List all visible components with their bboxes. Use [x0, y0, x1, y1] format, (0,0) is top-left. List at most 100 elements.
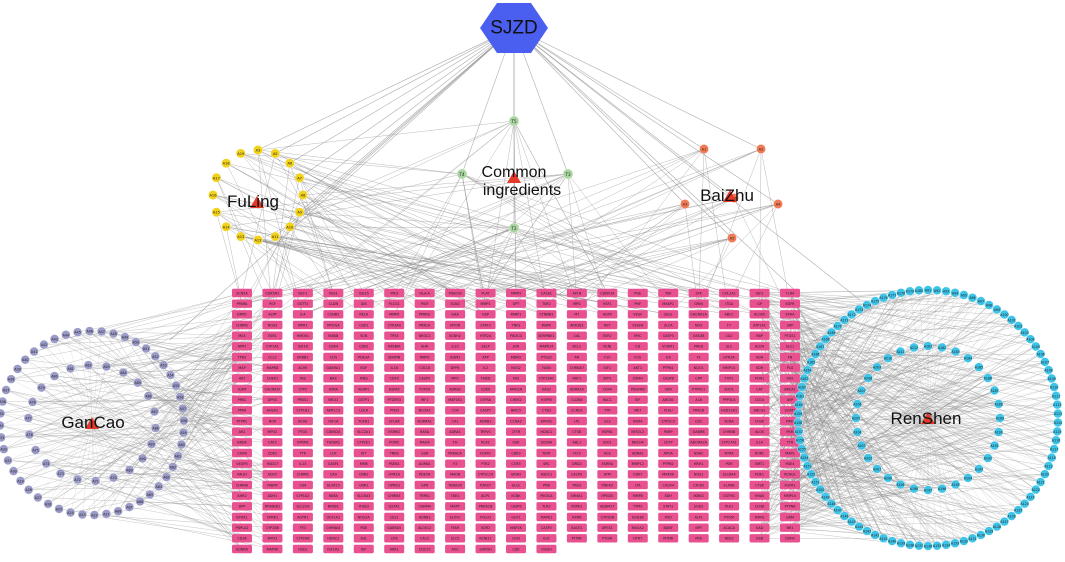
renshen-inner-node: A190	[994, 427, 1004, 437]
target-node: GAD	[749, 523, 770, 532]
gancao-outer-node-label: A57	[180, 407, 186, 411]
gancao-inner-node-label: A82	[85, 364, 91, 368]
target-label: TH	[452, 441, 458, 445]
edge	[299, 177, 364, 294]
target-node: RXRB	[566, 512, 587, 522]
edge	[909, 291, 929, 419]
target-box	[536, 320, 557, 330]
edge	[815, 417, 929, 483]
edge	[759, 324, 876, 536]
edge	[28, 417, 273, 486]
target-node: AOC	[445, 544, 466, 554]
target-label: NCF1	[298, 291, 307, 295]
target-node: IL4	[292, 310, 313, 319]
target-label: ALOX12	[418, 526, 431, 530]
target-node: CYP3A	[475, 395, 496, 404]
edge	[13, 422, 93, 472]
target-node: ADRB1	[475, 416, 496, 426]
edge	[759, 509, 1019, 528]
gancao-outer-node: A50	[131, 337, 141, 347]
target-box	[688, 299, 709, 308]
target-label: SOD2	[694, 505, 704, 509]
target-label: CACNA1A	[691, 313, 708, 317]
target-node: DPP	[232, 502, 252, 511]
gancao-outer-node-label: A55	[173, 384, 179, 388]
edge	[759, 388, 869, 459]
gancao-outer-node-label: A54	[167, 373, 173, 377]
target-node: CYP1A1	[262, 342, 283, 351]
target-node: ABL1	[566, 438, 587, 447]
target-node: TYMS	[627, 502, 648, 511]
gancao-inner-node-label: A85	[135, 381, 141, 385]
target-node: APOA	[658, 448, 679, 458]
target-box	[749, 363, 770, 372]
target-node: CYP2C9	[658, 416, 679, 426]
target-label: BIRC5	[511, 409, 521, 413]
target-label: SLC6A3	[357, 494, 370, 498]
target-node: IFNG	[353, 374, 374, 383]
edge	[226, 226, 608, 294]
renshen-outer-node-label: A112	[1053, 403, 1061, 407]
target-label: KCNJ11	[479, 537, 491, 541]
target-label: FFAR	[451, 526, 460, 530]
fuling-node-label: A17	[213, 176, 220, 180]
target-box	[780, 320, 800, 330]
target-label: TTR	[786, 441, 794, 445]
edge	[46, 463, 243, 486]
target-label: CNR1	[359, 483, 368, 487]
target-node: RARA	[323, 491, 344, 500]
target-node: ADCY	[262, 470, 283, 479]
target-node: PSEN1	[384, 459, 405, 468]
edge	[106, 513, 273, 550]
edge	[927, 377, 988, 419]
target-label: IKBKG	[693, 494, 704, 498]
target-node: CDK5R1	[262, 288, 283, 298]
target-label: HSDL	[298, 547, 307, 551]
target-label: CDK2	[268, 451, 277, 455]
edge	[759, 314, 852, 507]
renshen-inner-node: A200	[883, 473, 893, 483]
target-node: PHF	[627, 299, 648, 308]
gancao-outer-node-label: A61	[175, 454, 181, 458]
target-box	[749, 320, 770, 330]
target-node: MYOGA	[323, 320, 344, 330]
edge	[101, 331, 273, 368]
target-label: BDNF	[664, 526, 673, 530]
edge	[927, 319, 1012, 419]
target-box	[719, 299, 740, 308]
target-node: CLDN	[323, 299, 344, 308]
target-box	[780, 310, 800, 319]
target-label: ADORA2A	[690, 441, 707, 445]
edge	[289, 226, 547, 315]
target-node: PDE4D	[597, 480, 618, 490]
edge	[927, 291, 947, 419]
edge	[825, 417, 929, 497]
edge	[759, 335, 1058, 432]
target-node: CCNA2	[506, 416, 526, 426]
target-node: PON1	[749, 374, 770, 383]
target-node: EPHX2	[536, 416, 557, 426]
gancao-inner-node: A73	[56, 468, 66, 479]
edge	[302, 194, 517, 304]
target-box	[232, 320, 252, 330]
target-label: GSK3B	[693, 334, 705, 338]
target-node: SCN	[353, 331, 374, 340]
edge	[88, 364, 243, 507]
renshen-outer-node: A97	[976, 296, 986, 306]
target-label: EPHX2	[541, 419, 552, 423]
target-node: CHRNA4	[323, 523, 344, 532]
renshen-outer-node-label: A122	[1032, 488, 1040, 492]
target-box	[445, 342, 466, 351]
gancao-outer-node: A43	[50, 334, 60, 344]
target-label: CCND1	[571, 409, 583, 413]
edge	[240, 236, 669, 315]
target-label: CYP3A	[480, 398, 492, 402]
target-node: VDR2	[475, 523, 496, 532]
target-node: NOS2	[506, 363, 526, 372]
target-node: BAX	[323, 374, 344, 383]
renshen-outer-node-label: A116	[1052, 439, 1060, 443]
edge	[807, 369, 929, 419]
target-node: ALOX15	[323, 480, 344, 490]
target-node: CFTR	[506, 427, 526, 436]
